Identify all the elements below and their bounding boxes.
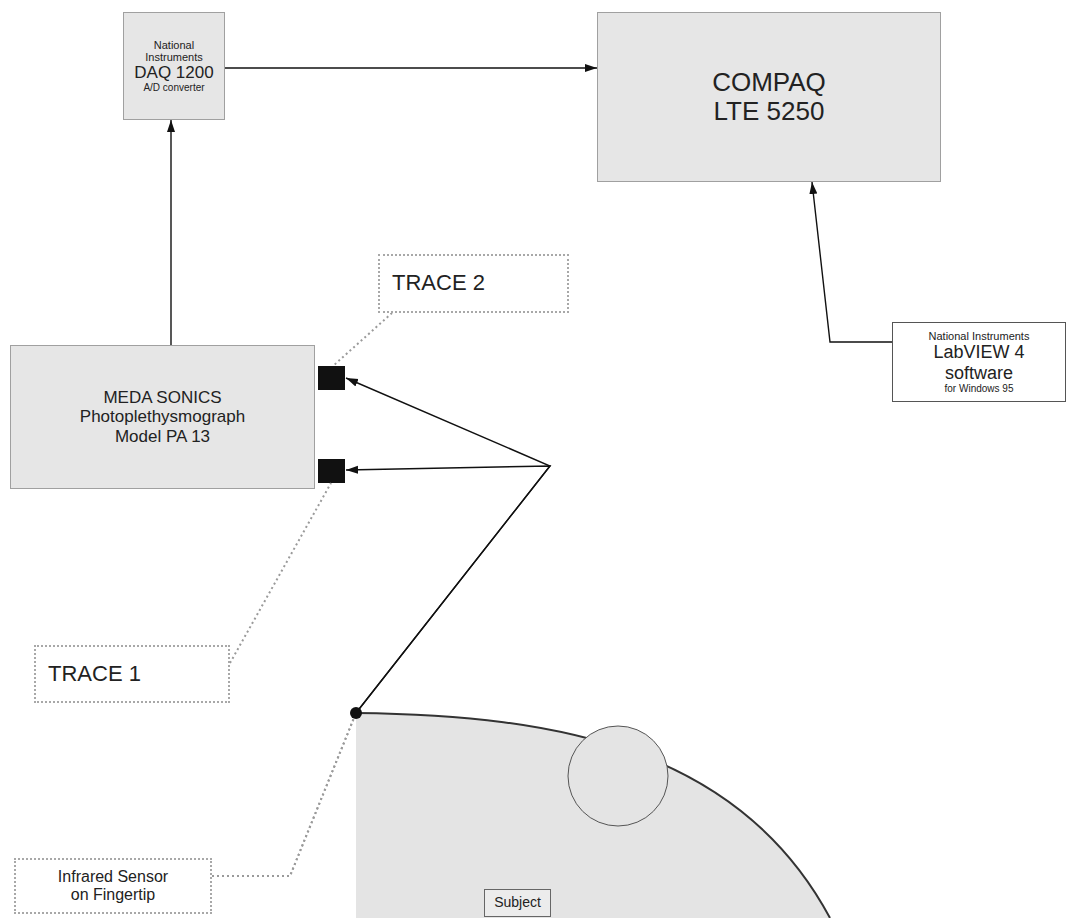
connector <box>812 182 892 342</box>
connector-line <box>333 313 392 366</box>
subject-box: Subject <box>484 889 551 917</box>
connector-line <box>812 182 892 342</box>
software-box: National InstrumentsLabVIEW 4 softwarefo… <box>892 322 1066 402</box>
node-text: for Windows 95 <box>945 383 1014 394</box>
node-text: Infrared Sensor on Fingertip <box>51 868 176 904</box>
node-text: COMPAQ LTE 5250 <box>694 68 844 126</box>
node-text: National Instruments <box>131 39 217 64</box>
fingertip-dot <box>350 707 362 719</box>
sensor-connector <box>318 459 345 483</box>
subject-outline <box>356 713 830 918</box>
node-text: MEDA SONICS Photoplethysmograph Model PA… <box>70 388 255 445</box>
node-text: TRACE 1 <box>48 662 141 687</box>
connector-line <box>346 378 550 713</box>
connector-line <box>212 713 356 876</box>
node-text: TRACE 2 <box>392 271 485 296</box>
node-text: National Instruments <box>929 330 1030 342</box>
connector <box>333 313 392 366</box>
connector <box>225 68 597 69</box>
sensor-label-box: Infrared Sensor on Fingertip <box>14 858 212 914</box>
node-text: DAQ 1200 <box>134 63 213 82</box>
trace-label-box: TRACE 1 <box>34 645 230 703</box>
node-text: Subject <box>494 895 541 911</box>
connector <box>212 466 550 876</box>
device-box: MEDA SONICS Photoplethysmograph Model PA… <box>10 345 315 489</box>
connector-line <box>212 713 356 876</box>
computer-box: COMPAQ LTE 5250 <box>597 12 941 182</box>
node-text: A/D converter <box>143 82 204 93</box>
node-text: LabVIEW 4 software <box>929 342 1029 382</box>
connector-line <box>230 483 331 663</box>
connector-line <box>346 466 550 713</box>
subject-body <box>356 713 830 918</box>
subject-head <box>568 726 668 826</box>
connector <box>171 120 172 345</box>
converter-box: National InstrumentsDAQ 1200A/D converte… <box>123 12 225 120</box>
connector-line <box>170 120 171 345</box>
connector <box>230 483 331 663</box>
sensor-connector <box>318 366 345 390</box>
trace-label-box: TRACE 2 <box>378 254 569 313</box>
connector-line <box>225 67 597 68</box>
